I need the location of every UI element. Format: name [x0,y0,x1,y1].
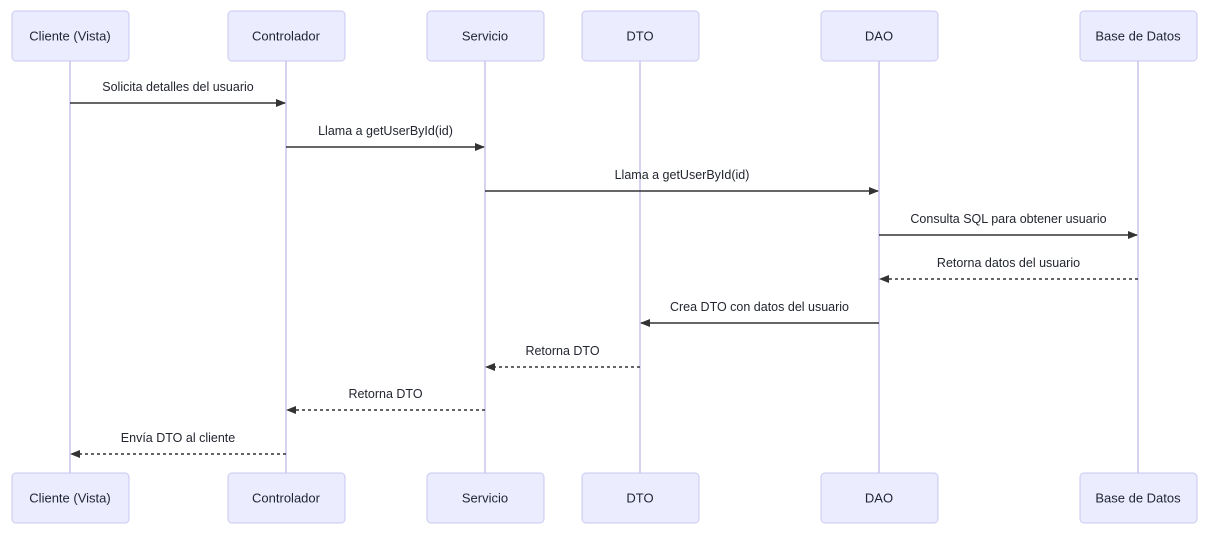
participant-label: Cliente (Vista) [29,490,110,505]
participant-label: DTO [626,28,653,43]
message-6[interactable]: Crea DTO con datos del usuario [640,300,879,327]
participant-top-servicio[interactable]: Servicio [426,10,545,62]
actors-top-group: Cliente (Vista) Controlador Servicio DTO DAO… [11,10,1198,62]
participant-bottom-servicio[interactable]: Servicio [426,472,545,524]
message-label: Envía DTO al cliente [121,431,235,445]
message-9[interactable]: Envía DTO al cliente [70,431,286,458]
message-3[interactable]: Llama a getUserById(id) [485,168,879,195]
lifelines-group [69,61,1139,473]
participant-bottom-dto[interactable]: DTO [581,472,700,524]
message-label: Retorna DTO [348,387,422,401]
message-label: Llama a getUserById(id) [318,124,453,138]
participant-label: Controlador [252,28,321,43]
message-5[interactable]: Retorna datos del usuario [879,256,1138,283]
participant-label: Base de Datos [1095,490,1181,505]
participant-label: DAO [865,490,893,505]
participant-box [581,10,700,62]
participant-box [1079,10,1198,62]
message-8[interactable]: Retorna DTO [286,387,485,414]
participant-box [581,472,700,524]
participant-box [227,10,346,62]
participant-box [426,472,545,524]
message-4[interactable]: Consulta SQL para obtener usuario [879,212,1138,239]
participant-bottom-cliente[interactable]: Cliente (Vista) [11,472,130,524]
message-label: Retorna datos del usuario [937,256,1080,270]
participant-bottom-dao[interactable]: DAO [820,472,939,524]
participant-label: Servicio [462,490,508,505]
participant-label: Base de Datos [1095,28,1181,43]
participant-label: Controlador [252,490,321,505]
participant-top-dao[interactable]: DAO [820,10,939,62]
message-2[interactable]: Llama a getUserById(id) [286,124,485,151]
participant-label: DAO [865,28,893,43]
participant-label: DTO [626,490,653,505]
participant-label: Servicio [462,28,508,43]
actors-bottom-group: Cliente (Vista) Controlador Servicio DTO DAO… [11,472,1198,524]
message-label: Crea DTO con datos del usuario [670,300,849,314]
participant-label: Cliente (Vista) [29,28,110,43]
participant-box [426,10,545,62]
message-label: Llama a getUserById(id) [615,168,750,182]
participant-bottom-basededatos[interactable]: Base de Datos [1079,472,1198,524]
participant-top-controlador[interactable]: Controlador [227,10,346,62]
participant-top-cliente[interactable]: Cliente (Vista) [11,10,130,62]
participant-box [820,10,939,62]
participant-top-dto[interactable]: DTO [581,10,700,62]
participant-box [11,10,130,62]
message-label: Solicita detalles del usuario [102,80,254,94]
participant-top-basededatos[interactable]: Base de Datos [1079,10,1198,62]
participant-bottom-controlador[interactable]: Controlador [227,472,346,524]
message-label: Consulta SQL para obtener usuario [910,212,1106,226]
message-label: Retorna DTO [525,344,599,358]
participant-box [227,472,346,524]
participant-box [1079,472,1198,524]
message-1[interactable]: Solicita detalles del usuario [70,80,286,107]
participant-box [820,472,939,524]
participant-box [11,472,130,524]
message-7[interactable]: Retorna DTO [485,344,640,371]
